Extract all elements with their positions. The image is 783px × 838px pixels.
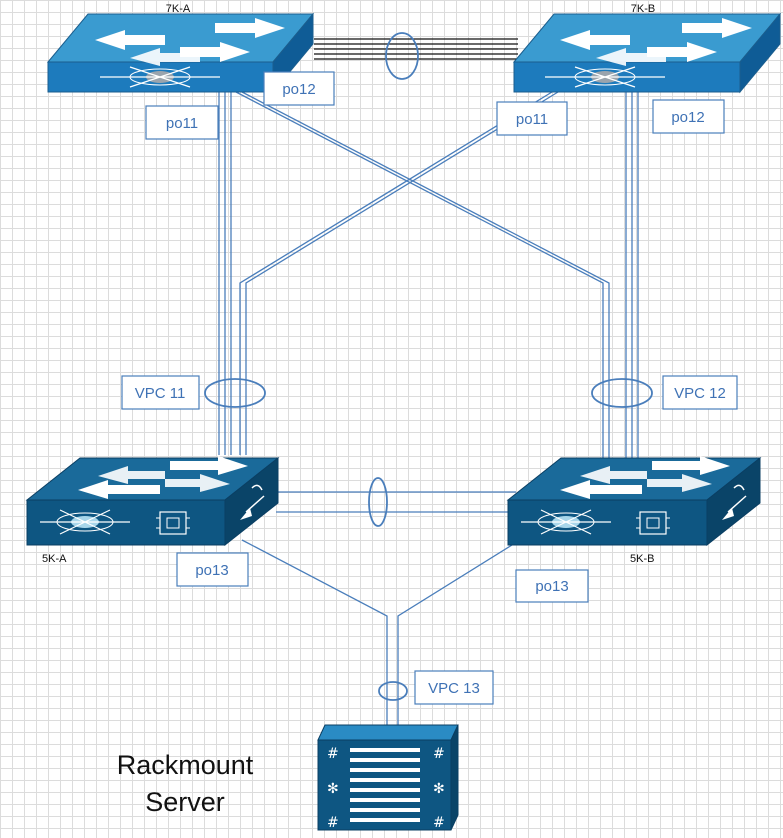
link-5k-server: [241, 539, 521, 725]
switch-icon: [46, 12, 315, 94]
peer-link-5k: [276, 491, 516, 513]
server-icon: # # # # ✻ ✻: [317, 724, 459, 831]
svg-text:po13: po13: [535, 578, 568, 595]
label-7k-b: 7K-B: [631, 3, 655, 15]
peer-link-ellipse-5k: [368, 477, 388, 527]
label-5k-b: 5K-B: [630, 553, 654, 565]
access-switch-icon: [506, 456, 762, 547]
svg-text:#: #: [433, 746, 445, 762]
label-vpc13: VPC 13: [414, 670, 494, 705]
svg-text:po13: po13: [195, 562, 228, 579]
switch-5k-a: 5K-A: [25, 456, 280, 565]
label-po13-right: po13: [515, 569, 589, 603]
vpc12-ellipse: [591, 378, 653, 408]
svg-text:po12: po12: [282, 81, 315, 98]
label-7k-a: 7K-A: [166, 3, 191, 15]
switch-7k-b: 7K-B: [512, 3, 782, 94]
label-po12-right: po12: [652, 99, 725, 134]
label-po11-right: po11: [496, 101, 568, 136]
link-7ka-5ka: [218, 92, 232, 455]
svg-text:VPC 12: VPC 12: [674, 385, 726, 402]
label-po11-left: po11: [145, 105, 219, 140]
svg-text:VPC 11: VPC 11: [135, 385, 186, 402]
svg-text:po12: po12: [671, 109, 704, 126]
vpc11-ellipse: [204, 378, 266, 408]
rackmount-server: # # # # ✻ ✻ Rackmount Server: [117, 724, 459, 831]
label-vpc12: VPC 12: [662, 375, 738, 410]
label-vpc11: VPC 11: [121, 375, 200, 410]
svg-text:po11: po11: [166, 115, 198, 132]
switch-icon: [512, 12, 782, 94]
label-po13-left: po13: [176, 552, 249, 587]
server-label-line2: Server: [145, 787, 225, 817]
switch-5k-b: 5K-B: [506, 456, 762, 565]
access-switch-icon: [25, 456, 280, 547]
link-7ka-5kb: [235, 91, 610, 458]
svg-text:#: #: [433, 815, 445, 831]
svg-text:#: #: [327, 746, 339, 762]
svg-text:po11: po11: [516, 111, 548, 128]
svg-text:✻: ✻: [433, 781, 445, 797]
server-label-line1: Rackmount: [117, 750, 254, 780]
peer-link-7k: [314, 38, 518, 60]
port-channel-markers: [204, 32, 653, 701]
port-labels: po11 po12 po11 po12 VPC 11 VPC 12 po13: [121, 71, 738, 705]
svg-text:VPC 13: VPC 13: [428, 680, 480, 697]
links: [218, 38, 639, 725]
link-7kb-5kb: [625, 92, 639, 458]
label-po12-left: po12: [263, 71, 335, 106]
peer-link-ellipse-7k: [385, 32, 419, 80]
switch-7k-a: 7K-A: [46, 3, 315, 94]
svg-text:#: #: [327, 815, 339, 831]
label-5k-a: 5K-A: [42, 553, 67, 565]
link-7kb-5ka: [239, 91, 559, 455]
vpc13-ellipse: [378, 681, 408, 701]
svg-text:✻: ✻: [327, 781, 339, 797]
